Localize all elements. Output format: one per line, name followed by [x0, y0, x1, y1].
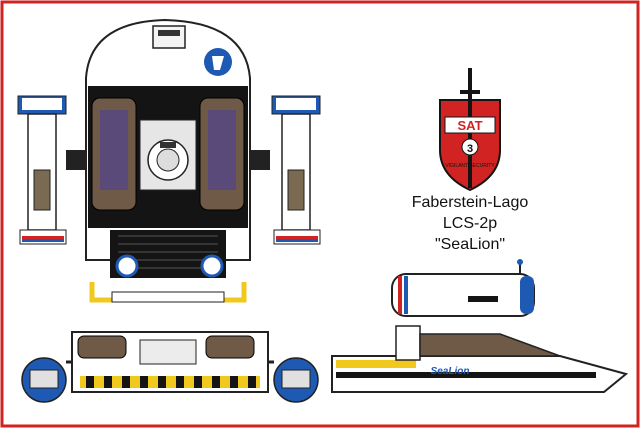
sat3-emblem: SAT 3 VIGILANT SECURITY	[439, 68, 501, 192]
left-skid	[89, 282, 112, 303]
side-view	[331, 325, 629, 393]
top-view	[17, 18, 321, 303]
vessel-caption: Faberstein-Lago LCS-2p "SeaLion"	[395, 192, 545, 255]
side-hull-label: SeaLion	[431, 366, 470, 377]
center-turret	[139, 119, 197, 191]
left-pod	[17, 95, 67, 245]
model-label: LCS-2p	[442, 215, 498, 232]
roof-logo	[204, 48, 232, 76]
rear-view	[391, 259, 535, 317]
emblem-motto: VIGILANT SECURITY	[445, 163, 495, 169]
manufacturer-label: Faberstein-Lago	[411, 194, 529, 211]
emblem-number: 3	[467, 143, 473, 155]
front-view	[21, 331, 319, 403]
side-canopy	[419, 333, 561, 357]
right-pod	[271, 95, 321, 245]
rear-hull	[391, 273, 535, 317]
nickname-label: "SeaLion"	[434, 236, 506, 253]
left-fan	[115, 254, 139, 278]
right-fan	[200, 254, 224, 278]
top-hatch	[152, 25, 186, 49]
right-skid	[224, 282, 247, 303]
emblem-text: SAT	[457, 118, 482, 133]
